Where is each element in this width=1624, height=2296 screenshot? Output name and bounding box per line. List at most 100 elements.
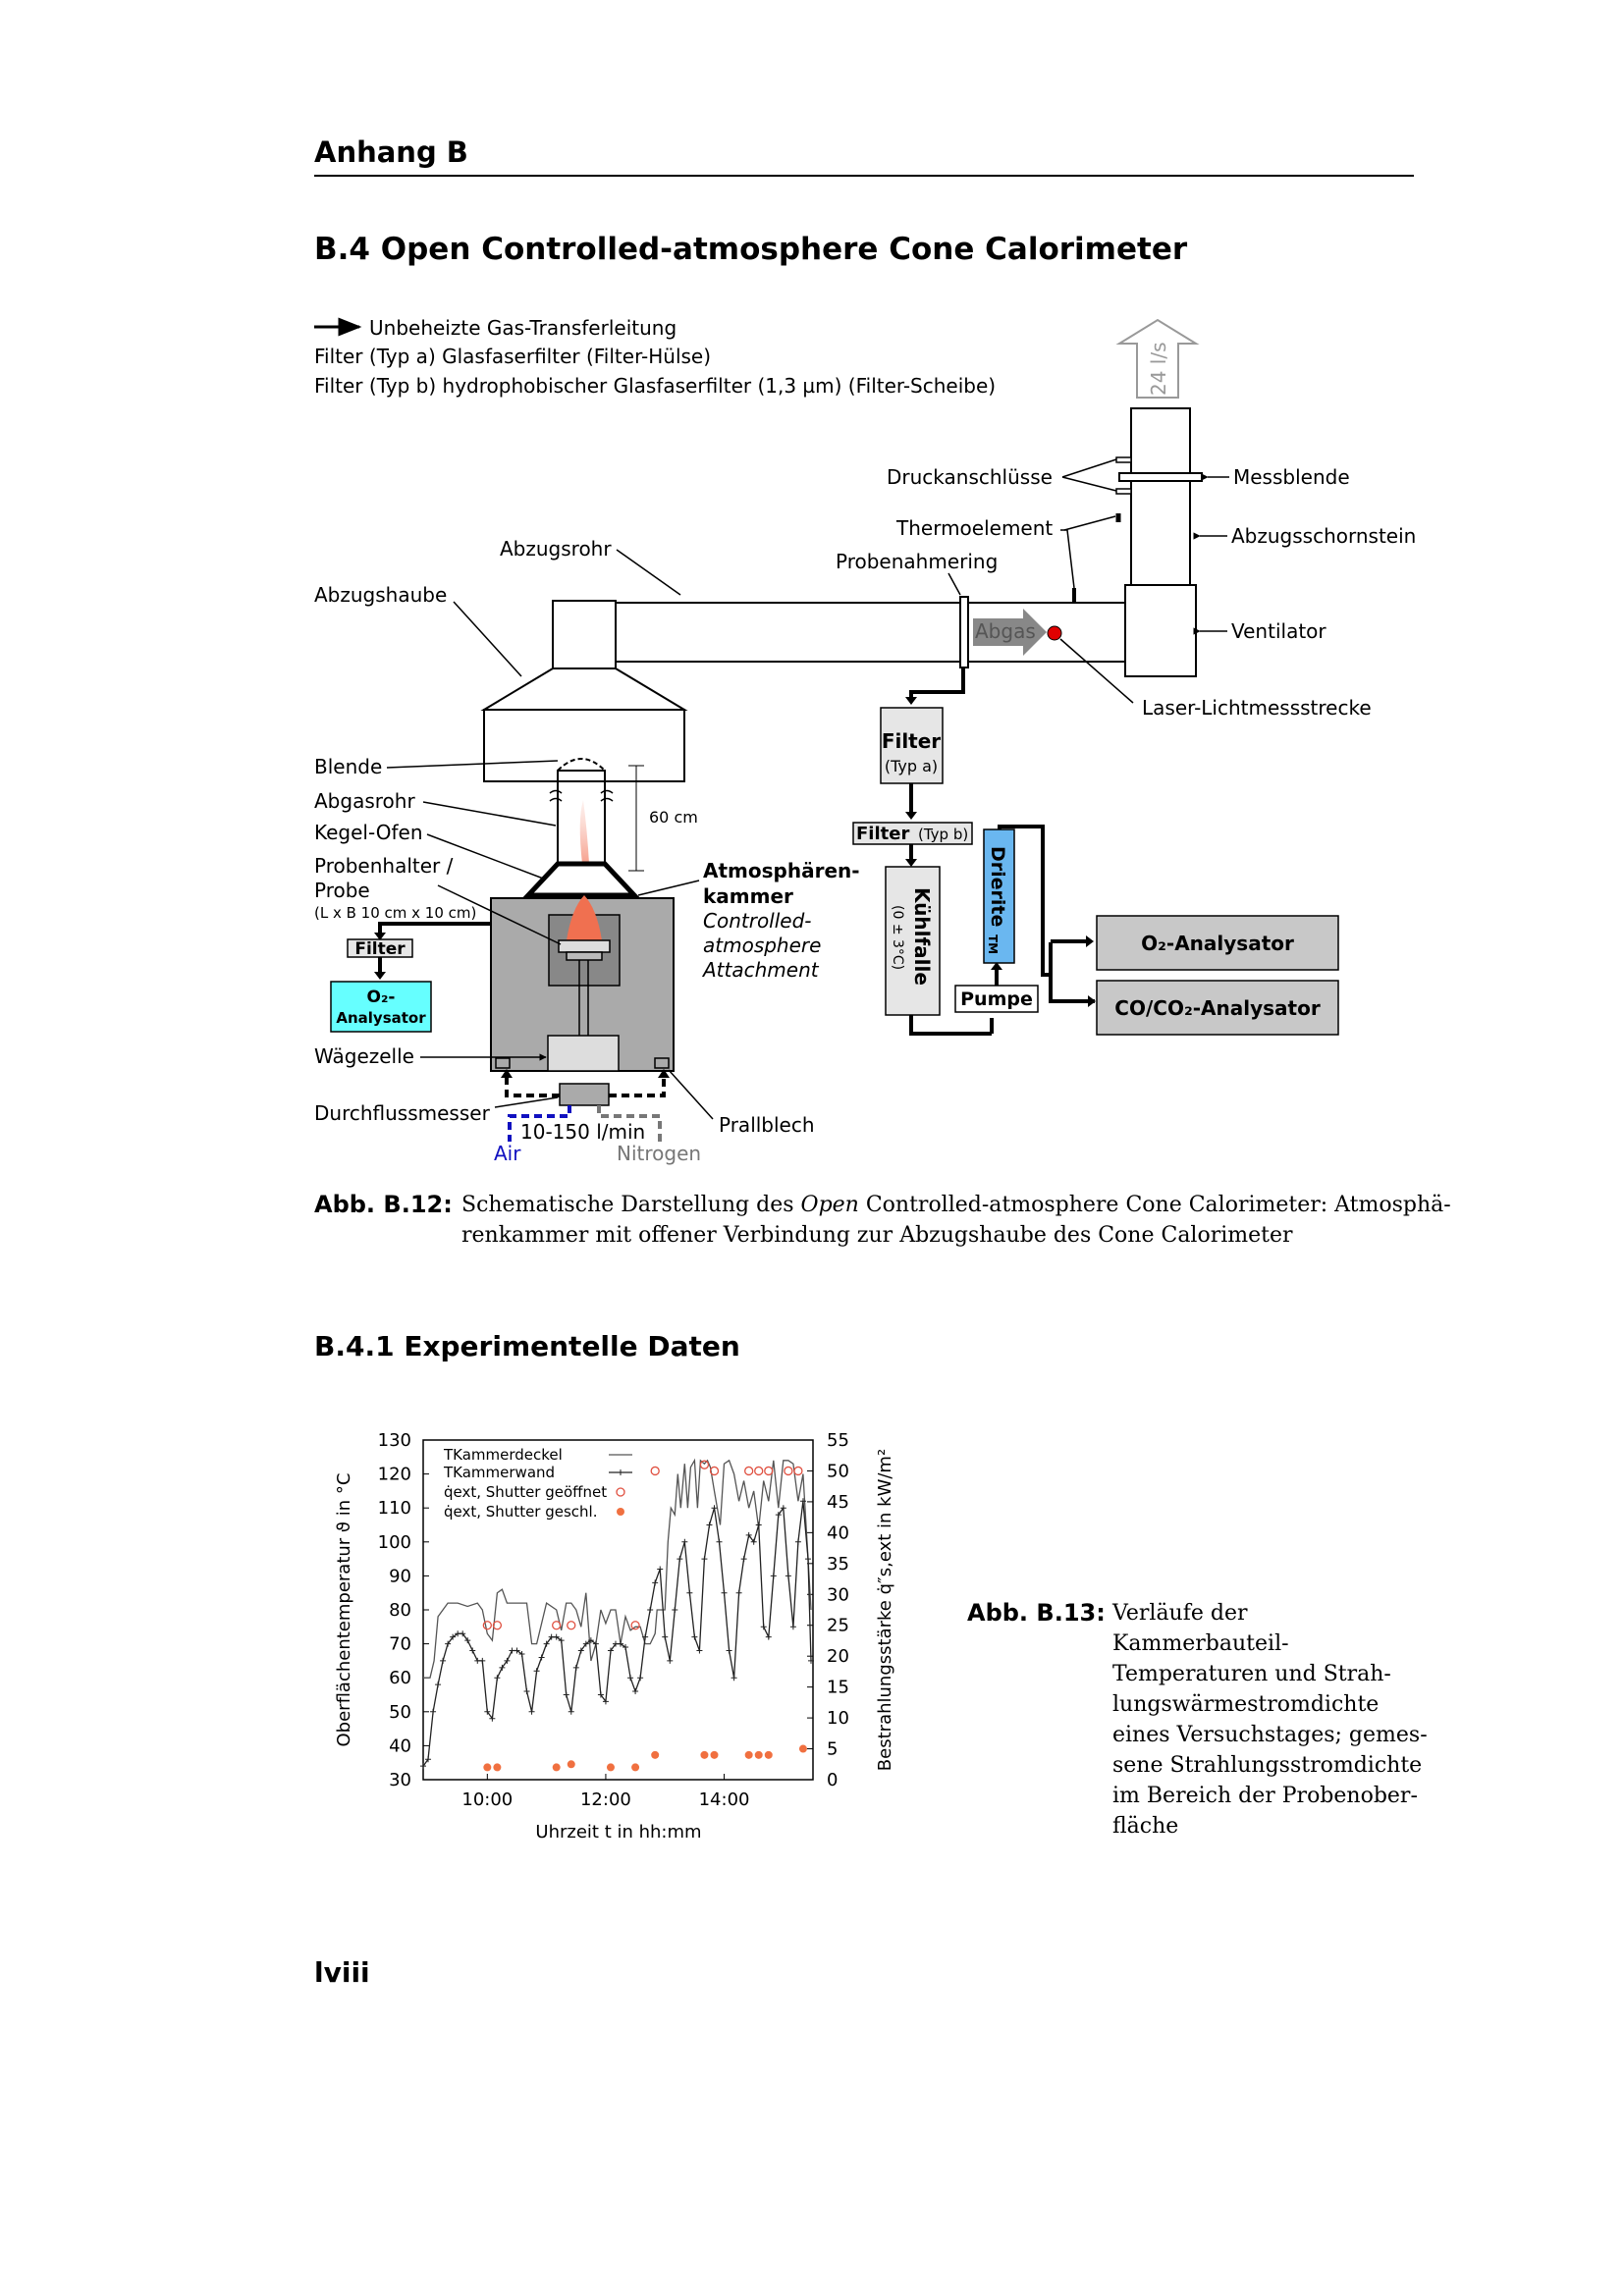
- kammerwand-point: [647, 1607, 654, 1613]
- shutter-closed-point: [606, 1763, 615, 1772]
- shutter-closed-point: [764, 1750, 773, 1759]
- page-number: lviii: [314, 1956, 370, 1989]
- kammerwand-point: [657, 1566, 664, 1573]
- kegel-ofen: [522, 861, 640, 898]
- y-left-tick-label: 110: [378, 1498, 411, 1519]
- y-right-tick-label: 15: [827, 1678, 849, 1698]
- shutter-closed-point: [744, 1750, 753, 1759]
- kammerwand-point: [445, 1640, 452, 1647]
- shutter-open-point: [630, 1621, 640, 1630]
- kammerwand-point: [509, 1647, 515, 1654]
- kammerwand-point: [420, 1763, 426, 1770]
- air-label: Air: [494, 1142, 521, 1165]
- abzugshaube-label: Abzugshaube: [314, 583, 447, 607]
- atmo-label-1: Atmosphären-: [703, 859, 860, 882]
- kammerwand-point: [672, 1607, 678, 1613]
- kammerwand-point: [637, 1675, 644, 1682]
- flame-icon: [567, 895, 602, 940]
- kammerwand-point: [627, 1675, 634, 1682]
- y-right-tick-label: 0: [827, 1770, 838, 1790]
- o2-analysator-label: O₂-Analysator: [1141, 932, 1294, 955]
- y-left-tick-label: 40: [389, 1735, 411, 1756]
- running-header: Anhang B: [314, 135, 468, 169]
- kammerwand-point: [760, 1624, 767, 1630]
- kammerwand-point: [597, 1691, 604, 1698]
- kammerwand-point: [523, 1688, 530, 1695]
- shutter-open-point: [699, 1460, 710, 1469]
- drierite-label: Drierite: [987, 846, 1008, 927]
- caption-13-line: sene Strahlungsstromdichte: [1112, 1753, 1423, 1778]
- legend-entry: TKammerdeckel: [443, 1446, 563, 1464]
- probe-label: Probe: [314, 879, 370, 902]
- kammerwand-point: [499, 1664, 506, 1671]
- y-left-tick-label: 30: [389, 1770, 411, 1790]
- shutter-closed-point: [754, 1750, 763, 1759]
- filter-typ-a: [880, 707, 944, 784]
- kammerwand-point: [587, 1637, 594, 1644]
- nitrogen-label: Nitrogen: [617, 1142, 701, 1165]
- kammerwand-point: [745, 1531, 752, 1538]
- o2-small-label-1: O₂-: [367, 988, 396, 1007]
- y-axis-left-label: Oberflächentemperatur ϑ in °C: [334, 1473, 354, 1747]
- waegezelle: [547, 1035, 620, 1072]
- prallblech-right: [654, 1057, 670, 1069]
- caption-13-line: lungswärmestromdichte: [1112, 1692, 1380, 1717]
- abzugsschornstein-label: Abzugsschornstein: [1231, 524, 1416, 548]
- y-left-tick-label: 50: [389, 1702, 411, 1723]
- atmo-label-2: kammer: [703, 884, 793, 908]
- abgasrohr: [557, 770, 606, 864]
- kammerwand-point: [691, 1633, 698, 1640]
- kammerwand-point: [568, 1708, 574, 1715]
- co-analysator-label: CO/CO₂-Analysator: [1114, 996, 1321, 1020]
- prallblech-label: Prallblech: [719, 1113, 815, 1137]
- atmo-label-3: Controlled-: [703, 909, 812, 933]
- x-tick-label: 14:00: [699, 1789, 750, 1810]
- shutter-open-point: [793, 1466, 803, 1476]
- kammerwand-point: [677, 1556, 683, 1563]
- shutter-closed-point: [483, 1763, 492, 1772]
- legend-line-3: Filter (Typ b) hydrophobischer Glasfaser…: [314, 374, 996, 398]
- atmo-label-4: atmosphere: [703, 934, 821, 957]
- flow-rate-label: 24 l/s: [1147, 342, 1170, 396]
- waegezelle-label: Wägezelle: [314, 1044, 414, 1068]
- figure-13-caption: Abb. B.13: Verläufe der Kammerbauteil- T…: [967, 1598, 1428, 1839]
- kammerwand-point: [430, 1708, 437, 1715]
- y-left-tick-label: 120: [378, 1465, 411, 1485]
- kammerwand-point: [804, 1556, 811, 1563]
- y-right-tick-label: 20: [827, 1646, 849, 1667]
- blende-label: Blende: [314, 755, 382, 778]
- kammerwand-point: [642, 1633, 649, 1640]
- kammerwand-point: [435, 1682, 442, 1688]
- x-tick-label: 10:00: [461, 1789, 513, 1810]
- kammerwand-point: [514, 1647, 520, 1654]
- shutter-open-point: [552, 1621, 562, 1630]
- kammerwand-point: [706, 1522, 713, 1528]
- kammerwand-point: [460, 1630, 466, 1637]
- shutter-closed-point: [552, 1763, 561, 1772]
- caption-12-part-a: Schematische Darstellung des: [461, 1193, 801, 1217]
- drierite-tm: TM: [986, 934, 1000, 954]
- filter-a-label: Filter: [882, 729, 941, 753]
- kammerwand-point: [652, 1579, 659, 1586]
- kammerwand-point: [780, 1505, 786, 1512]
- kammerwand-point: [667, 1657, 674, 1664]
- legend-swatch: [616, 1487, 625, 1497]
- caption-12-part-c: Controlled-atmosphere Cone Calorimeter: …: [858, 1193, 1451, 1217]
- kegel-ofen-label: Kegel-Ofen: [314, 821, 423, 844]
- legend-line-2: Filter (Typ a) Glasfaserfilter (Filter-H…: [314, 345, 711, 368]
- pumpe: [954, 985, 1039, 1013]
- x-tick-label: 12:00: [580, 1789, 631, 1810]
- filter-a-type: (Typ a): [885, 757, 938, 775]
- probenahmering-label: Probenahmering: [836, 550, 998, 573]
- shutter-open-point: [567, 1621, 576, 1630]
- temperature-chart: 3040506070809010011012013005101520253035…: [334, 1430, 895, 1842]
- kammerwand-point: [701, 1556, 708, 1563]
- kammerwand-point: [740, 1556, 747, 1563]
- kammerwand-point: [794, 1538, 801, 1545]
- shutter-open-point: [754, 1466, 764, 1476]
- shutter-closed-point: [567, 1760, 575, 1769]
- abgasrohr-label: Abgasrohr: [314, 789, 415, 813]
- atmo-label-5: Attachment: [701, 958, 820, 982]
- y-right-tick-label: 55: [827, 1430, 849, 1451]
- kammerwand-point: [755, 1522, 762, 1528]
